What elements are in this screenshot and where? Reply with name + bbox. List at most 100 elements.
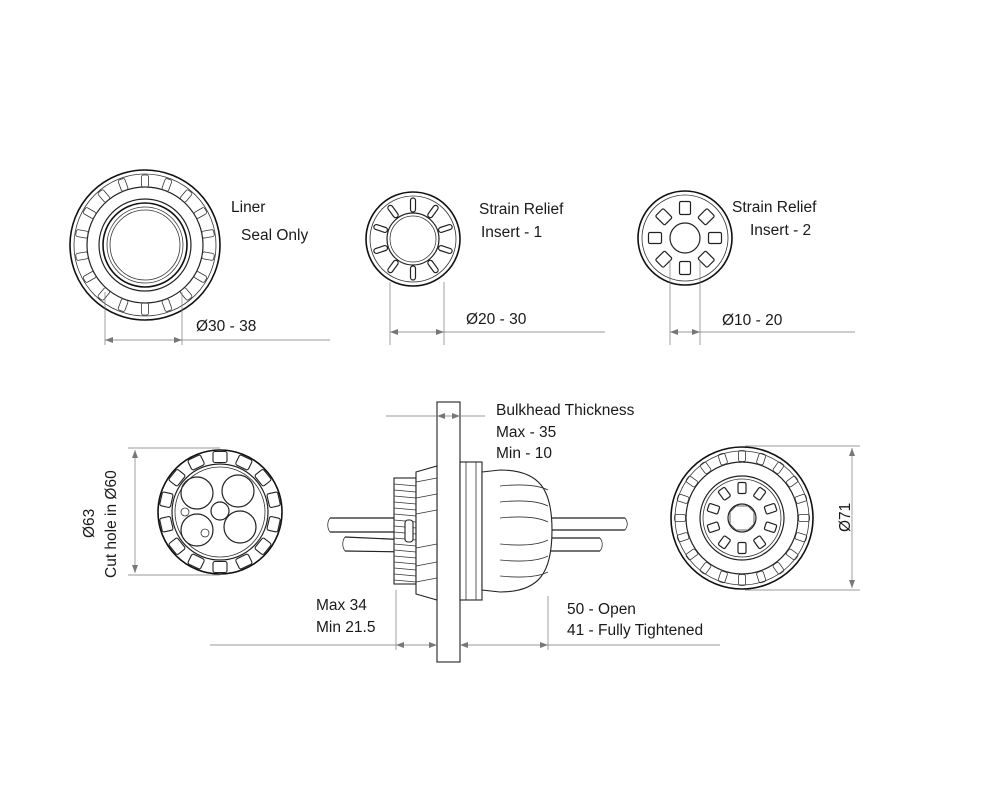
thread-line [393, 489, 417, 493]
liner-tooth [117, 298, 129, 312]
rear-view-tooth [798, 514, 810, 522]
liner-tooth [141, 302, 149, 316]
liner-tooth [97, 189, 110, 203]
front-view-tab [254, 537, 272, 555]
front-view-tab [187, 553, 205, 570]
front-view-dimension [128, 447, 220, 576]
rear-view-window [737, 481, 747, 495]
rear-view-tooth [699, 461, 712, 474]
thread-line [393, 579, 417, 583]
front-view-tab [254, 469, 272, 487]
bulkhead-thickness-title: Bulkhead Thickness [496, 402, 635, 419]
strain-relief-2-window [647, 231, 663, 245]
strain-relief-1-dimension [389, 282, 605, 345]
front-view-tab [266, 516, 281, 533]
thread-line [393, 573, 417, 577]
thread-line [393, 543, 417, 547]
dome-rib [499, 555, 549, 562]
strain-relief-1-slot [373, 224, 389, 233]
liner-tooth [201, 229, 215, 239]
thread-line [393, 495, 417, 499]
strain-relief-1-slot [387, 259, 399, 274]
dome-rib [499, 516, 549, 523]
strain-relief-2-window [678, 260, 692, 276]
rear-view-tooth [738, 574, 746, 586]
front-view-tab [159, 491, 174, 508]
strain-relief-1-slot [387, 204, 399, 219]
body-fin-line [415, 477, 438, 483]
strain-relief-1-slot [427, 204, 439, 219]
strain-relief-2-window [697, 250, 715, 268]
rear-view-window [763, 503, 778, 515]
thread-line [393, 507, 417, 511]
cut-hole-label: Cut hole in Ø60 [103, 470, 120, 578]
strain-relief-1-slot [409, 197, 417, 213]
rear-view-window [763, 521, 778, 533]
thread-line [393, 555, 417, 559]
side-min-label: Min 21.5 [316, 619, 376, 636]
strain-relief-1-slot [437, 245, 453, 254]
thread-line [393, 549, 417, 553]
rear-view [670, 446, 814, 590]
strain-relief-2-dimension [669, 260, 855, 345]
strain-relief-2-view [637, 190, 733, 286]
liner-tooth [141, 174, 149, 188]
side-view-dimensions [210, 590, 720, 650]
strain-relief-1-view [365, 191, 461, 287]
rear-view-tooth [717, 452, 728, 466]
liner-tooth [82, 207, 97, 219]
body-fin-line [415, 509, 438, 515]
bulkhead-min-label: Min - 10 [496, 445, 552, 462]
rear-view-tooth [786, 475, 799, 488]
thread-line [393, 483, 417, 487]
strain-relief-2-window [707, 231, 723, 245]
front-view-tab [168, 537, 186, 555]
strain-relief-2-title: Strain Relief [732, 199, 817, 216]
rear-view-window [737, 541, 747, 555]
rear-view-tooth [794, 493, 808, 504]
rear-view-tooth [772, 461, 785, 474]
front-view-tab [159, 516, 174, 533]
thread-line [393, 501, 417, 505]
strain-relief-2-window [655, 208, 673, 226]
liner-tooth [75, 251, 89, 261]
dome-rib [499, 539, 549, 546]
tightened-length-label: 41 - Fully Tightened [567, 622, 704, 639]
liner-tooth [97, 287, 110, 301]
strain-relief-1-title: Strain Relief [479, 201, 564, 218]
rear-diameter-label: Ø71 [837, 502, 854, 532]
rear-view-window [753, 535, 767, 550]
body-fin-line [415, 543, 438, 549]
strain-relief-2-window [655, 250, 673, 268]
rear-view-tooth [685, 475, 698, 488]
rear-view-tooth [794, 532, 808, 543]
liner-tooth [75, 229, 89, 239]
front-diameter-label: Ø63 [81, 508, 98, 538]
strain-relief-1-dimension-label: Ø20 - 30 [466, 311, 527, 328]
rear-view-tooth [717, 570, 728, 584]
rear-view-window [706, 521, 721, 533]
open-length-label: 50 - Open [567, 601, 636, 618]
liner-view [69, 169, 221, 321]
front-view-tab [235, 454, 253, 471]
rear-view-window [753, 486, 767, 501]
seal-only-label: Seal Only [241, 227, 309, 244]
thread-line [393, 513, 417, 517]
dome-rib [499, 484, 549, 491]
liner-tooth [193, 207, 208, 219]
front-view-multi-cable [157, 449, 283, 575]
liner-tooth [180, 189, 193, 203]
strain-relief-2-window [697, 208, 715, 226]
front-view-tab [168, 469, 186, 487]
rear-view-window [717, 486, 731, 501]
rear-view-tooth [786, 548, 799, 561]
rear-view-tooth [676, 532, 690, 543]
rear-view-window [706, 503, 721, 515]
liner-dimension-label: Ø30 - 38 [196, 318, 257, 335]
strain-relief-1-slot [409, 265, 417, 281]
strain-relief-2-window [678, 200, 692, 216]
rear-view-tooth [738, 450, 746, 462]
liner-tooth [193, 271, 208, 283]
rear-view-tooth [772, 562, 785, 575]
